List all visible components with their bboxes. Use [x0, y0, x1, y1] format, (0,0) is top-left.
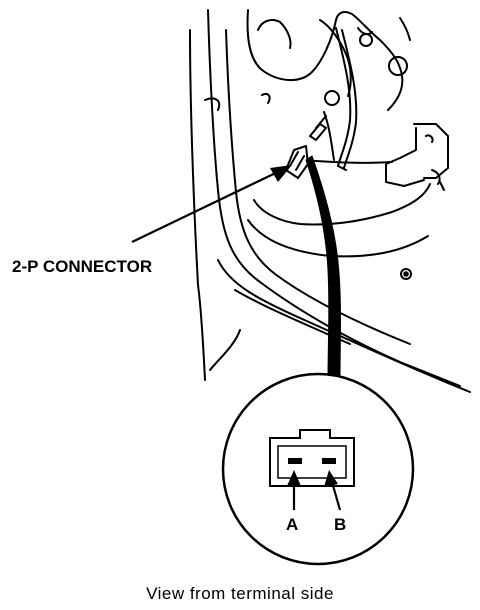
connector-cable [305, 155, 341, 381]
terminal-b-arrow [324, 470, 342, 511]
terminal-a-label: A [286, 515, 298, 534]
terminal-a-arrow [287, 470, 301, 510]
terminal-a-pin [288, 458, 302, 464]
terminal-view-circle [221, 372, 415, 566]
wire-clip [309, 115, 327, 141]
connector-leader-arrow [131, 165, 292, 243]
terminal-b-pin [322, 458, 336, 464]
door-frame [189, 9, 471, 393]
connector-label: 2-P CONNECTOR [12, 257, 152, 276]
latch-bracket [385, 123, 449, 191]
mounting-holes [324, 33, 412, 280]
view-caption: View from terminal side [146, 584, 334, 603]
wire-harness [299, 27, 393, 171]
terminal-b-label: B [334, 515, 346, 534]
door-inner-panel [246, 9, 431, 258]
two-pin-connector [285, 145, 309, 179]
